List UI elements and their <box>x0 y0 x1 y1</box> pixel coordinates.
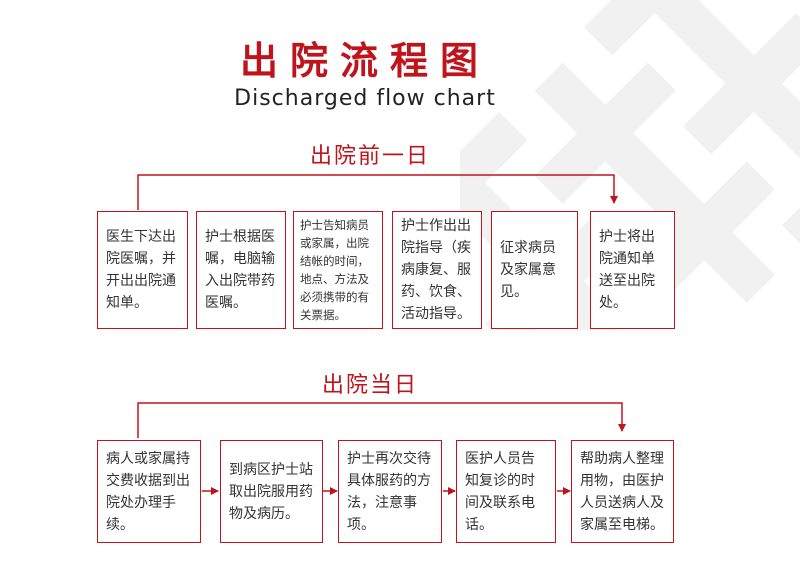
section-title-day-before: 出院前一日 <box>309 144 430 169</box>
step-box-discharge-day-3: 护士再次交待具体服药的方法，注意事项。 <box>338 440 442 543</box>
step-text: 到病区护士站取出院服用药物及病历。 <box>229 461 313 522</box>
step-text: 帮助病人整理用物，由医护人员送病人及家属至电梯。 <box>580 450 664 533</box>
step-text: 护士将出院通知单送至出院处。 <box>599 229 655 311</box>
section-title-discharge-day: 出院当日 <box>321 373 418 398</box>
step-box-day-before-4: 护士作出出院指导（疾病康复、服药、饮食、活动指导。 <box>392 211 482 329</box>
step-text: 护士作出出院指导（疾病康复、服药、饮食、活动指导。 <box>401 218 471 322</box>
section-2-bracket <box>137 402 626 438</box>
step-text: 医护人员告知复诊的时间及联系电话。 <box>465 450 535 533</box>
step-text: 护士告知病员或家属，出院结帐的时间，地点、方法及必须携带的有关票据。 <box>300 218 369 322</box>
step-box-day-before-6: 护士将出院通知单送至出院处。 <box>590 211 675 329</box>
step-text: 病人或家属持交费收据到出院处办理手续。 <box>106 450 190 533</box>
step-box-discharge-day-5: 帮助病人整理用物，由医护人员送病人及家属至电梯。 <box>571 440 674 543</box>
step-text: 护士根据医嘱，电脑输入出院带药医嘱。 <box>205 229 275 311</box>
step-box-day-before-5: 征求病员及家属意见。 <box>491 211 578 329</box>
step-box-discharge-day-2: 到病区护士站取出院服用药物及病历。 <box>220 440 323 543</box>
step-text: 医生下达出院医嘱，并开出出院通知单。 <box>106 229 176 311</box>
step-box-day-before-1: 医生下达出院医嘱，并开出出院通知单。 <box>97 211 188 329</box>
page-title: 出院流程图 <box>239 39 490 83</box>
step-box-discharge-day-4: 医护人员告知复诊的时间及联系电话。 <box>456 440 556 543</box>
step-box-day-before-3: 护士告知病员或家属，出院结帐的时间，地点、方法及必须携带的有关票据。 <box>293 211 383 329</box>
step-text: 护士再次交待具体服药的方法，注意事项。 <box>347 450 431 533</box>
step-text: 征求病员及家属意见。 <box>500 240 556 300</box>
step-box-discharge-day-1: 病人或家属持交费收据到出院处办理手续。 <box>97 440 201 543</box>
step-box-day-before-2: 护士根据医嘱，电脑输入出院带药医嘱。 <box>196 211 286 329</box>
page-subtitle: Discharged flow chart <box>234 86 496 111</box>
section-1-bracket <box>137 174 618 210</box>
